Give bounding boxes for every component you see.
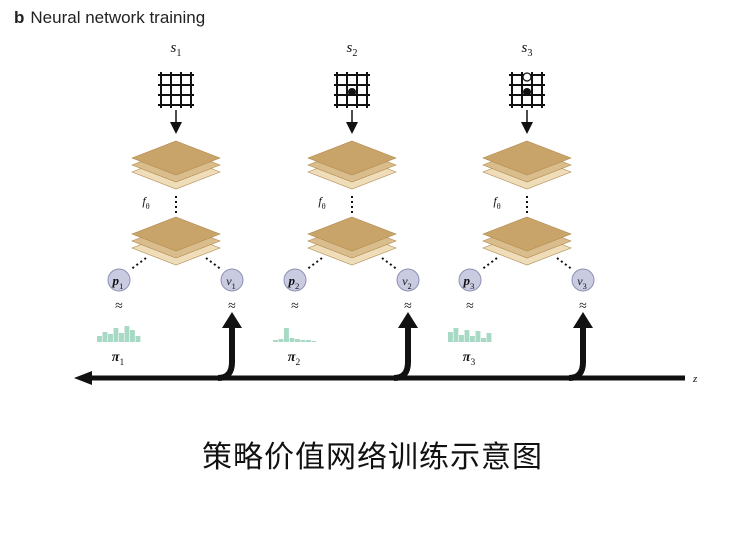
approx-sign: ≈ [115, 299, 123, 314]
timeline: z [74, 371, 698, 385]
value-node [220, 268, 244, 292]
dotted-connector [381, 257, 399, 271]
go-board-icon [509, 72, 545, 108]
network-layer-icon [131, 140, 221, 190]
policy-histogram-icon [273, 328, 317, 342]
pi-label: π1 [112, 350, 125, 368]
state-label: s1 [171, 40, 182, 59]
go-board-icon [158, 72, 194, 108]
black-stone [348, 88, 356, 96]
histogram-bar [306, 340, 311, 342]
histogram-bar [464, 330, 470, 342]
state-label: s2 [347, 40, 358, 59]
approx-sign: ≈ [579, 299, 587, 314]
policy-node [107, 268, 131, 292]
approx-sign: ≈ [291, 299, 299, 314]
policy-histogram-icon [97, 326, 141, 342]
approx-sign: ≈ [228, 299, 236, 314]
state-label: s3 [522, 40, 533, 59]
pi-label: π3 [463, 350, 476, 368]
histogram-bar [273, 340, 278, 342]
pi-label: π2 [288, 350, 301, 368]
network-layer [307, 216, 397, 252]
black-stone [523, 88, 531, 96]
histogram-bar [470, 336, 475, 342]
policy-label: p2 [288, 273, 300, 291]
histogram-bar [102, 332, 108, 342]
policy-histogram-icon [448, 328, 492, 342]
network-layer [131, 140, 221, 176]
histogram-bar [486, 333, 492, 342]
outcome-label: z [692, 373, 698, 385]
histogram-bar [284, 328, 289, 342]
network-layer [482, 140, 572, 176]
dotted-connector [556, 257, 574, 271]
histogram-bar [453, 328, 459, 342]
arrow-icon [573, 312, 593, 328]
panel-title: b Neural network training [14, 8, 205, 28]
histogram-bar [97, 336, 102, 342]
training-column: s2 fθ p2 v2 ≈ ≈ π2 [273, 40, 420, 381]
network-layer-icon [482, 140, 572, 190]
network-layer-icon [482, 216, 572, 266]
training-column: s3 fθ p3 v3 ≈ ≈ π3 [448, 40, 595, 381]
arrow-icon [222, 312, 242, 328]
arrow-icon [398, 312, 418, 328]
dotted-connector [205, 257, 223, 271]
network-layer-icon [307, 140, 397, 190]
dotted-connector [305, 257, 323, 271]
go-board-icon [334, 72, 370, 108]
histogram-bar [113, 328, 119, 342]
dotted-connector [480, 257, 498, 271]
return-arrow [217, 325, 235, 381]
histogram-bar [135, 336, 141, 342]
policy-label: p3 [463, 273, 476, 291]
approx-sign: ≈ [404, 299, 412, 314]
value-label: v1 [226, 274, 235, 291]
training-column: s1 fθ p1 v1 ≈ ≈ π1 [97, 40, 244, 381]
histogram-bar [124, 326, 130, 342]
histogram-bar [475, 331, 481, 342]
histogram-bar [278, 339, 284, 342]
network-label: fθ [493, 194, 500, 211]
policy-label: p1 [112, 273, 124, 291]
value-label: v3 [577, 274, 586, 291]
value-label: v2 [402, 274, 411, 291]
value-node [396, 268, 420, 292]
network-label: fθ [142, 194, 149, 211]
network-layer-icon [307, 216, 397, 266]
histogram-bar [481, 338, 486, 342]
network-layer [307, 140, 397, 176]
histogram-bar [130, 330, 135, 342]
panel-letter: b [14, 8, 25, 27]
histogram-bar [311, 341, 317, 342]
histogram-bar [119, 333, 124, 342]
network-layer [482, 216, 572, 252]
return-arrow [568, 325, 586, 381]
diagram-caption: 策略价值网络训练示意图 [202, 440, 543, 475]
policy-node [283, 268, 307, 292]
histogram-bar [295, 339, 300, 342]
white-stone [522, 72, 532, 82]
return-arrow [393, 325, 411, 381]
histogram-bar [289, 338, 295, 342]
arrow-icon [74, 371, 92, 385]
histogram-bar [459, 335, 464, 342]
network-label: fθ [318, 194, 325, 211]
histogram-bar [448, 332, 453, 342]
policy-node [458, 268, 482, 292]
dotted-connector [129, 257, 147, 271]
approx-sign: ≈ [466, 299, 474, 314]
panel-title-text: Neural network training [30, 8, 206, 27]
value-node [571, 268, 595, 292]
network-layer-icon [131, 216, 221, 266]
histogram-bar [300, 340, 306, 342]
histogram-bar [108, 334, 113, 342]
network-layer [131, 216, 221, 252]
